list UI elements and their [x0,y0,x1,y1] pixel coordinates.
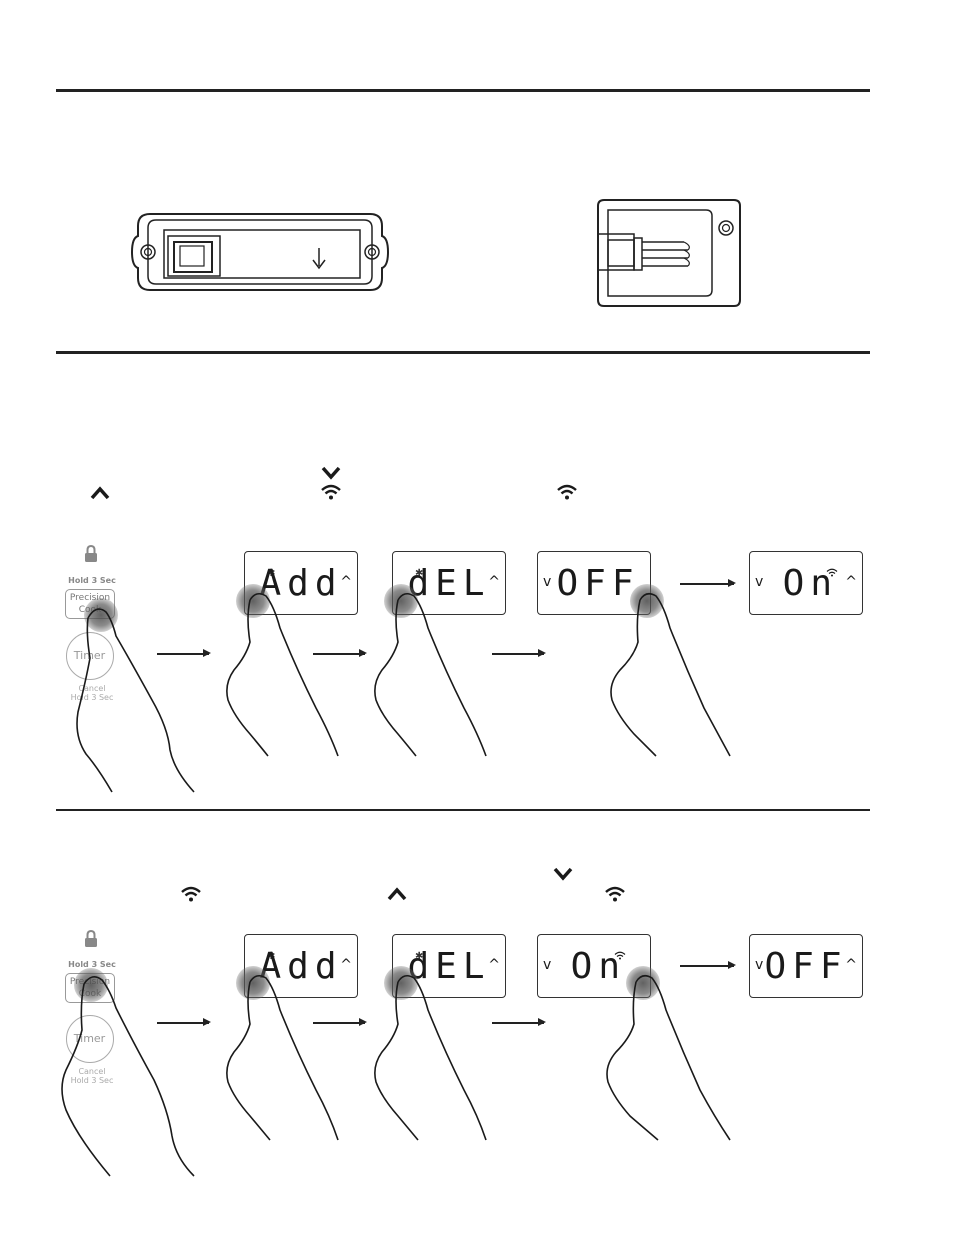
chevron-down-icon [552,867,574,886]
chevron-down-icon: v [755,957,764,973]
lcd-readout: On [570,946,626,987]
touch-indicator [236,584,270,618]
flow-arrow [492,1019,546,1025]
chevron-up-icon [386,887,408,906]
flow-arrow [680,962,736,968]
lcd-display-add: ✱ Add ^ [244,551,358,615]
touch-indicator [626,966,660,1000]
chevron-up-icon: ^ [845,957,857,973]
flow-arrow [492,650,546,656]
mid-rule [56,351,870,354]
bluetooth-icon: ✱ [267,568,276,579]
finger-illustration [226,592,339,757]
lcd-display-on: v On ^ [749,551,863,615]
finger-illustration [76,608,195,793]
wifi-icon [604,886,626,907]
lcd-readout: OFF [556,563,640,604]
lcd-readout: dEL [407,563,491,604]
touch-indicator [236,966,270,1000]
wifi-icon [180,886,202,907]
lcd-display-off: v OFF ^ [749,934,863,998]
chevron-up-icon: ^ [845,574,857,590]
chevron-down-icon: v [543,574,552,590]
section-rule [56,809,870,811]
wifi-icon [614,951,626,960]
chevron-up-icon: ^ [488,574,500,590]
wifi-icon [320,484,342,505]
flow-arrow [313,650,367,656]
lcd-readout: On [782,563,838,604]
wifi-icon [826,568,838,577]
lock-icon [85,545,97,562]
chevron-down-icon: v [543,957,552,973]
finger-illustration [374,592,487,757]
chevron-up-icon [89,486,111,505]
chevron-up-icon: ^ [340,574,352,590]
cancel-label: Cancel [78,1067,106,1076]
bluetooth-icon: ✱ [267,951,276,962]
touch-indicator [384,966,418,1000]
lcd-readout: Add [259,946,343,987]
finger-illustration [374,974,487,1141]
chevron-down-icon [320,466,342,485]
hold-label: Hold 3 Sec [68,960,116,969]
bluetooth-icon: ✱ [415,951,424,962]
finger-illustration [226,974,339,1141]
touch-indicator [384,584,418,618]
finger-illustration [606,974,731,1141]
lcd-display-del: ✱ dEL ^ [392,934,506,998]
top-rule [56,89,870,92]
lcd-readout: OFF [764,946,848,987]
flow-arrow [680,580,736,586]
flow-arrow [313,1019,367,1025]
module-illustration [597,199,741,307]
finger-illustration [610,592,731,757]
wifi-icon [556,484,578,505]
touch-indicator [630,584,664,618]
cancel-label: Cancel [78,684,106,693]
lcd-readout: dEL [407,946,491,987]
hold-label: Hold 3 Sec [68,576,116,585]
finger-illustration [61,976,195,1177]
button-label: Precision [69,593,111,603]
timer-button[interactable]: Timer [66,1015,114,1063]
chevron-down-icon: v [755,574,764,590]
chevron-up-icon: ^ [488,957,500,973]
button-label: Timer [73,1032,106,1045]
connector-port-illustration [130,213,390,291]
cancel-label: Hold 3 Sec [70,693,114,702]
flow-arrow [157,1019,211,1025]
cancel-label: Hold 3 Sec [70,1076,114,1085]
lcd-readout: Add [259,563,343,604]
chevron-up-icon: ^ [340,957,352,973]
touch-indicator [74,968,108,1002]
bluetooth-icon: ✱ [415,568,424,579]
lock-icon [85,930,97,947]
flow-arrow [157,650,211,656]
